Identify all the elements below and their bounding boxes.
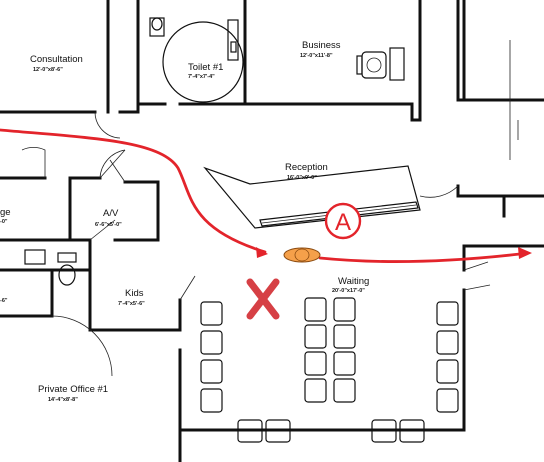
room-name-partial-left: ge — [0, 207, 11, 218]
path-arrow-icon — [318, 252, 522, 263]
room-dims-business: 12'-0"x11'-8" — [300, 53, 333, 59]
room-dims-reception: 16'-0"x9'-0" — [287, 175, 317, 181]
room-name-waiting: Waiting — [338, 276, 369, 287]
room-name-consultation: Consultation — [30, 54, 83, 65]
room-name-reception: Reception — [285, 162, 328, 173]
door-swing — [162, 21, 244, 103]
route-overlay: A — [0, 128, 532, 320]
room-name-private-office: Private Office #1 — [38, 384, 108, 395]
room-dims-partial-left: -0" — [0, 219, 8, 225]
room-name-toilet: Toilet #1 — [188, 62, 223, 73]
arrowhead-left-route — [256, 247, 268, 258]
room-name-av: A/V — [103, 208, 119, 219]
room-dims-waiting: 20'-0"x17'-0" — [332, 288, 365, 294]
room-labels: Consultation 12'-0"x8'-6" Toilet #1 7'-4… — [0, 40, 369, 403]
path-arrow-icon — [0, 128, 267, 254]
room-dims-partial-left-2: -6" — [0, 298, 8, 304]
room-name-kids: Kids — [125, 288, 144, 299]
x-mark-icon — [246, 278, 280, 320]
fixtures — [21, 17, 519, 443]
waiting-chairs — [200, 297, 459, 443]
marker-letter: A — [335, 209, 351, 236]
room-name-business: Business — [302, 40, 341, 51]
arrowhead-right-route — [518, 247, 532, 259]
person-icon — [283, 247, 321, 263]
room-dims-consultation: 12'-0"x8'-6" — [33, 67, 63, 73]
marker-a-icon: A — [324, 202, 362, 240]
room-dims-kids: 7'-4"x5'-6" — [118, 301, 145, 307]
room-dims-private-office: 14'-4"x8'-8" — [48, 397, 78, 403]
room-dims-av: 6'-6"x5'-0" — [95, 222, 122, 228]
room-dims-toilet: 7'-4"x7'-4" — [188, 74, 215, 80]
